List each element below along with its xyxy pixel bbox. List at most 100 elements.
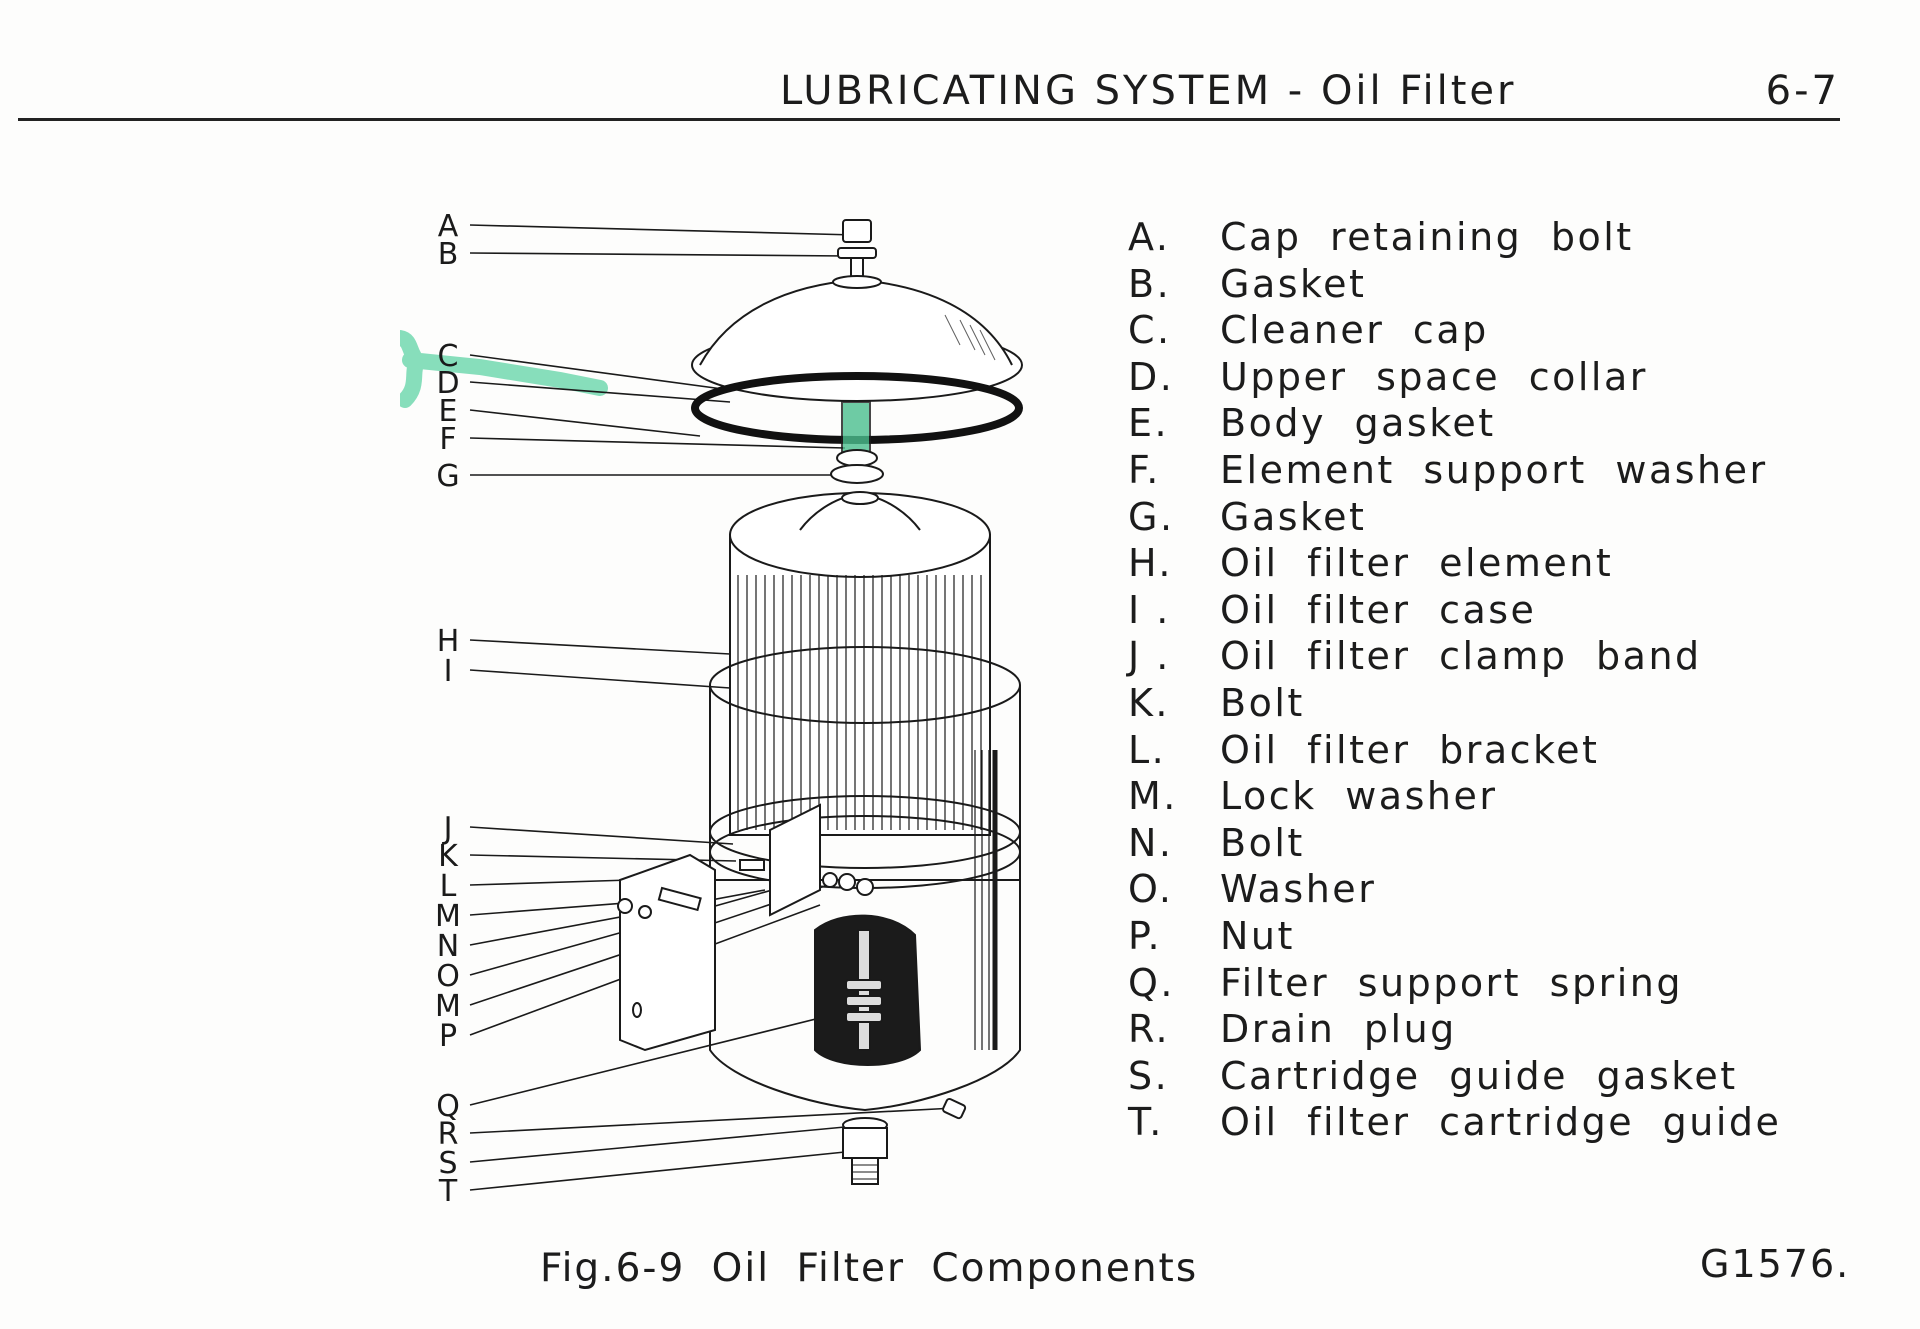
legend-item: Q. Filter support spring (1128, 960, 1888, 1007)
legend-letter: J . (1128, 634, 1171, 679)
legend-label: Drain plug (1220, 1007, 1457, 1052)
legend-label: Washer (1220, 867, 1377, 912)
figure-code: G1576. (1700, 1242, 1851, 1286)
legend-letter: O. (1128, 867, 1174, 912)
legend-item: E. Body gasket (1128, 400, 1888, 447)
callout-letter: O (436, 959, 460, 994)
legend-item: N. Bolt (1128, 820, 1888, 867)
legend-item: A. Cap retaining bolt (1128, 214, 1888, 261)
element-support-washer (830, 449, 884, 484)
cap-retaining-bolt (837, 219, 877, 285)
legend-label: Oil filter bracket (1220, 727, 1600, 772)
legend-letter: G. (1128, 494, 1175, 539)
legend-label: Element support washer (1220, 447, 1768, 492)
legend-letter: K. (1128, 680, 1170, 725)
legend-item: F. Element support washer (1128, 447, 1888, 494)
legend-item: I . Oil filter case (1128, 587, 1888, 634)
callout-letter: T (438, 1174, 458, 1209)
legend-label: Upper space collar (1220, 354, 1648, 399)
callout-letter: Q (436, 1089, 460, 1124)
callout-letter: K (438, 839, 459, 874)
cartridge-guide (842, 1117, 888, 1185)
legend-letter: N. (1128, 820, 1174, 865)
callout-letter: E (439, 394, 458, 429)
oil-filter-element (729, 491, 991, 836)
legend-letter: I . (1128, 587, 1171, 632)
legend-label: Gasket (1220, 261, 1367, 306)
legend-label: Bolt (1220, 820, 1305, 865)
page-number: 6-7 (1765, 68, 1840, 114)
legend-item: O. Washer (1128, 866, 1888, 913)
legend-label: Oil filter cartridge guide (1220, 1100, 1782, 1145)
legend-item: J . Oil filter clamp band (1128, 633, 1888, 680)
legend-letter: P. (1128, 913, 1163, 958)
callout-letter: P (439, 1019, 457, 1054)
legend-label: Cartridge guide gasket (1220, 1053, 1738, 1098)
legend-item: S. Cartridge guide gasket (1128, 1053, 1888, 1100)
legend-label: Oil filter clamp band (1220, 634, 1702, 679)
callout-letter: M (435, 989, 461, 1024)
filter-support-spring (814, 914, 922, 1066)
legend-letter: A. (1128, 215, 1171, 259)
drain-plug (942, 1097, 967, 1120)
callout-letter: C (438, 339, 459, 374)
legend-letter: M. (1128, 774, 1178, 819)
bolt-and-washers (617, 859, 874, 919)
legend-label: Oil filter case (1220, 587, 1537, 632)
callout-letter: B (438, 237, 459, 272)
callout-letter: A (438, 209, 459, 244)
highlighter-mark (400, 330, 608, 408)
legend-letter: Q. (1128, 960, 1175, 1005)
callout-letter: L (440, 869, 457, 904)
callout-letter: M (435, 899, 461, 934)
legend-letter: E. (1128, 401, 1170, 446)
callout-letter: F (439, 422, 456, 457)
page-header: LUBRICATING SYSTEM - Oil Filter 6-7 (780, 68, 1840, 124)
callout-letter: I (444, 654, 453, 689)
legend-label: Filter support spring (1220, 960, 1683, 1005)
legend-item: M. Lock washer (1128, 773, 1888, 820)
legend-letter: L. (1128, 727, 1167, 772)
callout-letter: J (442, 811, 453, 846)
legend-label: Nut (1220, 913, 1295, 958)
callout-letter: R (438, 1117, 459, 1152)
callout-letter: G (436, 459, 459, 494)
legend-label: Cap retaining bolt (1220, 215, 1634, 259)
legend-letter: T. (1128, 1100, 1164, 1145)
legend-item: H.Oil filter element (1128, 540, 1888, 587)
legend-label: Bolt (1220, 680, 1305, 725)
legend-letter: B. (1128, 261, 1172, 306)
upper-space-collar (841, 401, 871, 455)
callout-letter: D (436, 366, 459, 401)
header-rule (18, 118, 1840, 121)
legend-item: G. Gasket (1128, 494, 1888, 541)
legend-item: B. Gasket (1128, 261, 1888, 308)
legend-label: Lock washer (1220, 774, 1498, 819)
callout-letter: H (437, 624, 460, 659)
legend-label: Body gasket (1220, 401, 1496, 446)
callout-letter: S (438, 1146, 457, 1181)
legend-letter: C. (1128, 308, 1172, 353)
section-title: LUBRICATING SYSTEM - Oil Filter (780, 68, 1517, 114)
legend-letter: F. (1128, 447, 1161, 492)
legend-item: L. Oil filter bracket (1128, 727, 1888, 774)
oil-filter-bracket (619, 853, 716, 1052)
figure-caption: Fig.6-9 Oil Filter Components (540, 1246, 1199, 1291)
legend-label: Oil filter element (1220, 541, 1614, 586)
legend-item: T. Oil filter cartridge guide (1128, 1099, 1888, 1146)
legend-label: Cleaner cap (1220, 308, 1489, 353)
legend-letter: D. (1128, 354, 1175, 399)
legend-letter: S. (1128, 1053, 1170, 1098)
callout-letter: N (437, 929, 459, 964)
legend-item: P. Nut (1128, 913, 1888, 960)
legend-item: K. Bolt (1128, 680, 1888, 727)
legend-label: Gasket (1220, 494, 1367, 539)
legend-item: R. Drain plug (1128, 1006, 1888, 1053)
legend-item: D. Upper space collar (1128, 354, 1888, 401)
legend-item: C. Cleaner cap (1128, 307, 1888, 354)
legend-letter: R. (1128, 1007, 1171, 1052)
